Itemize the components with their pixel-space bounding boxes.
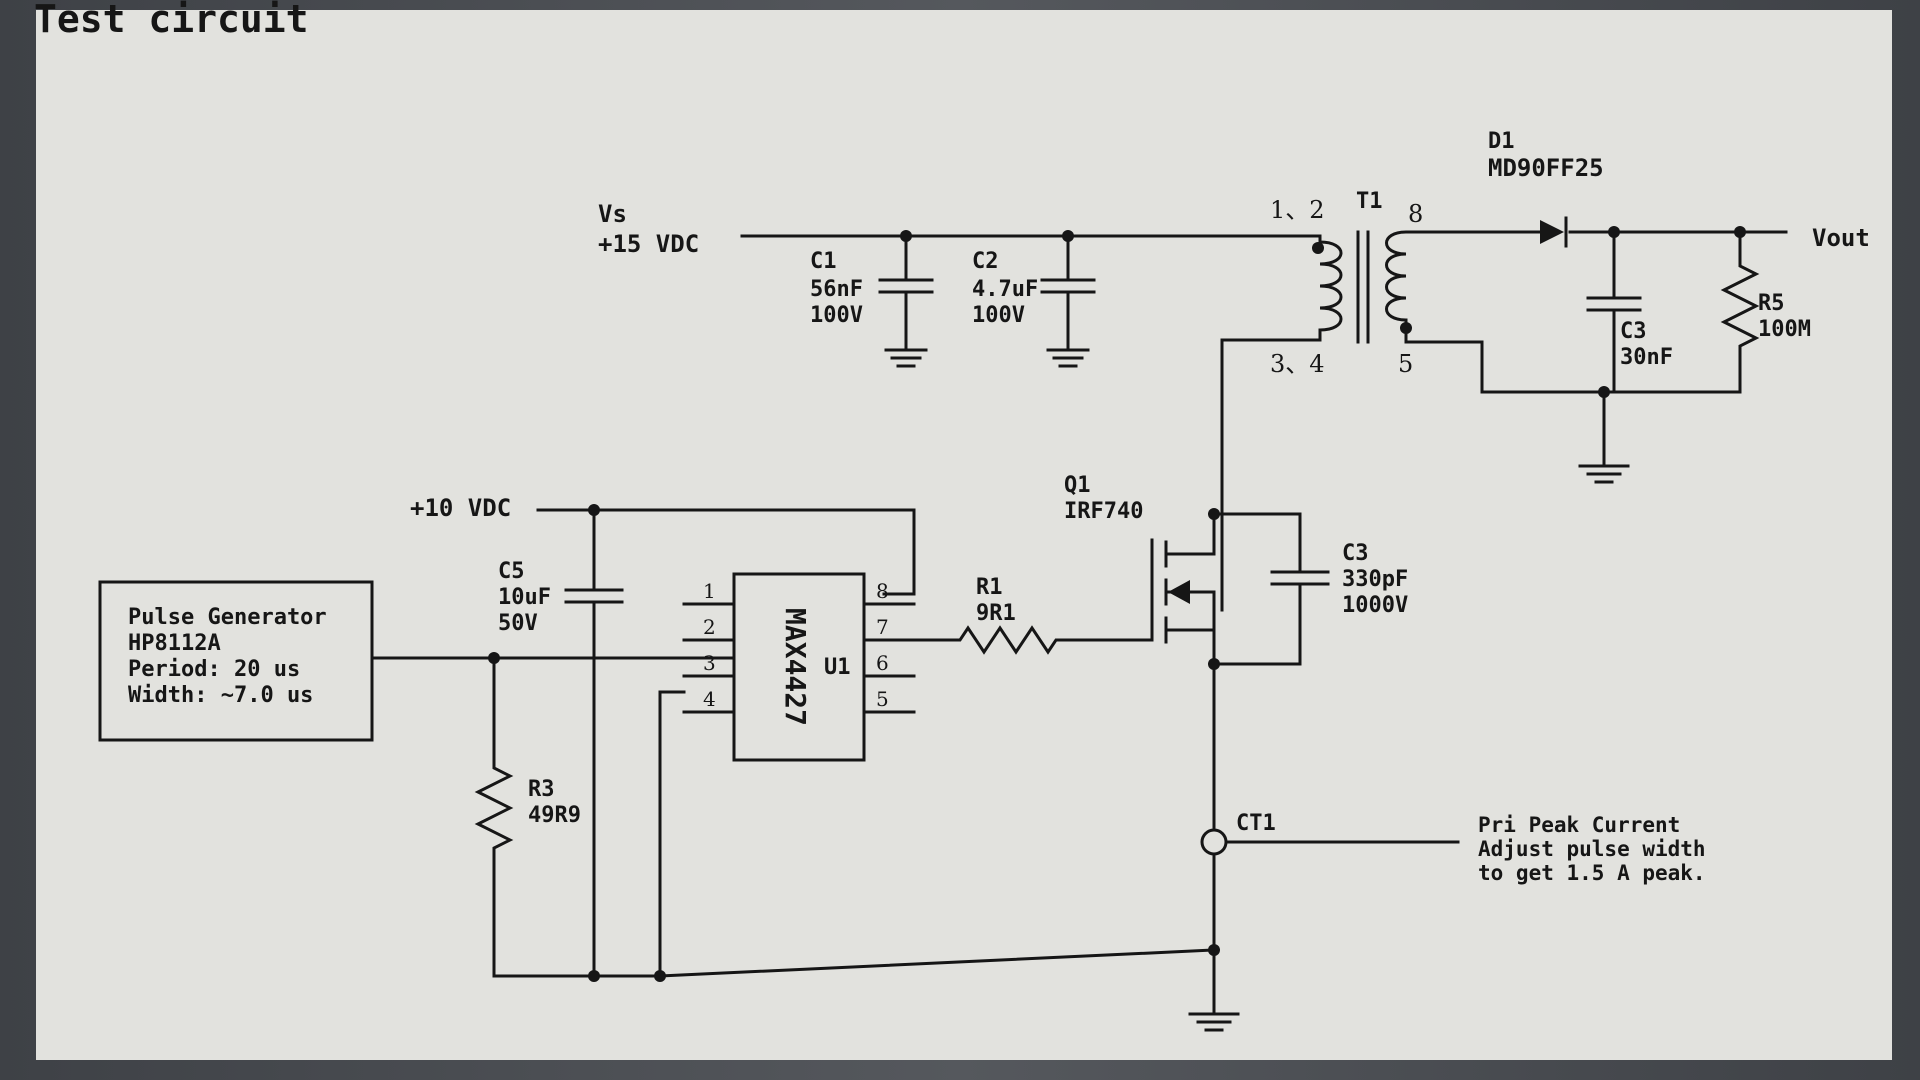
c5-value-label: 10uF <box>498 585 551 610</box>
resistor-r5 <box>1480 230 1760 394</box>
pulse-generator-period: Period: 20 us <box>128 657 300 682</box>
u1-pin-5-label: 5 <box>876 687 889 711</box>
ground-symbol-main <box>1188 1012 1240 1032</box>
diode-d1 <box>1540 216 1568 248</box>
transformer-t1 <box>1220 230 1484 612</box>
t1-pin-12-label: 1、2 <box>1270 196 1325 224</box>
c3-output-ref-label: C3 <box>1620 319 1647 344</box>
resistor-r1 <box>912 538 1154 655</box>
t1-pin-34-label: 3、4 <box>1270 350 1325 378</box>
c5-ref-label: C5 <box>498 559 525 584</box>
ground-bus-wire <box>492 948 1216 978</box>
capacitor-c2 <box>1040 234 1096 368</box>
d1-ref-label: D1 <box>1488 129 1515 154</box>
t1-pin-5-label: 5 <box>1398 350 1413 378</box>
vs-value-label: +15 VDC <box>598 230 699 258</box>
capacitor-c1 <box>878 234 934 368</box>
q1-part-label: IRF740 <box>1064 499 1143 524</box>
c1-rating-label: 100V <box>810 303 863 328</box>
u1-pin-1-label: 1 <box>703 579 716 603</box>
resistor-r3 <box>474 656 514 978</box>
u1-right-pins <box>862 602 916 714</box>
c3-snubber-rating-label: 1000V <box>1342 593 1408 618</box>
junction-dot <box>588 970 600 982</box>
u1-gnd-wire <box>658 690 686 978</box>
r1-ref-label: R1 <box>976 575 1003 600</box>
q1-ref-label: Q1 <box>1064 473 1091 498</box>
c3-snubber-ref-label: C3 <box>1342 541 1369 566</box>
mosfet-q1 <box>1150 512 1216 666</box>
v10-rail-wire <box>536 508 916 596</box>
vout-label: Vout <box>1812 224 1870 252</box>
capacitor-c3-output <box>1586 230 1642 394</box>
r5-ref-label: R5 <box>1758 291 1785 316</box>
primary-dot-marker <box>1312 242 1324 254</box>
v10-value-label: +10 VDC <box>410 494 511 522</box>
c2-value-label: 4.7uF <box>972 277 1038 302</box>
c1-value-label: 56nF <box>810 277 863 302</box>
pulse-generator-box <box>98 580 374 742</box>
c2-rating-label: 100V <box>972 303 1025 328</box>
u1-pin-4-label: 4 <box>703 687 716 711</box>
capacitor-c3-snubber <box>1212 570 1330 666</box>
drain-wire <box>1212 338 1302 574</box>
page-title: Test circuit <box>34 0 309 41</box>
u1-part-label: MAX4427 <box>779 608 812 726</box>
r3-value-label: 49R9 <box>528 803 581 828</box>
t1-pin-8-label: 8 <box>1408 200 1423 228</box>
u1-pin-8-label: 8 <box>876 579 889 603</box>
note-line-2: Adjust pulse width <box>1478 837 1706 861</box>
ic-u1-body <box>732 572 866 762</box>
secondary-dot-marker <box>1400 322 1412 334</box>
t1-ref-label: T1 <box>1356 189 1383 214</box>
capacitor-c5 <box>564 508 624 978</box>
note-line-1: Pri Peak Current <box>1478 813 1680 837</box>
u1-pin-3-label: 3 <box>703 651 716 675</box>
u1-left-pins <box>682 602 736 714</box>
d1-part-label: MD90FF25 <box>1488 154 1604 182</box>
ct1-ref-label: CT1 <box>1236 811 1276 836</box>
current-transformer-ct1-icon <box>1200 828 1228 856</box>
u1-ref-label: U1 <box>824 655 851 680</box>
pulse-generator-model: HP8112A <box>128 631 221 656</box>
c3-output-value-label: 30nF <box>1620 345 1673 370</box>
ground-symbol-output <box>1578 390 1630 484</box>
u1-pin-2-label: 2 <box>703 615 716 639</box>
r5-value-label: 100M <box>1758 317 1811 342</box>
screen-area <box>36 10 1892 1060</box>
c1-ref-label: C1 <box>810 249 837 274</box>
c3-snubber-value-label: 330pF <box>1342 567 1408 592</box>
c2-ref-label: C2 <box>972 249 999 274</box>
r3-ref-label: R3 <box>528 777 555 802</box>
pulse-generator-title: Pulse Generator <box>128 605 327 630</box>
pulse-generator-width: Width: ~7.0 us <box>128 683 313 708</box>
junction-dot <box>1208 944 1220 956</box>
vs-label: Vs <box>598 200 627 228</box>
c5-rating-label: 50V <box>498 611 538 636</box>
r1-value-label: 9R1 <box>976 601 1016 626</box>
note-line-3: to get 1.5 A peak. <box>1478 861 1706 885</box>
u1-pin-7-label: 7 <box>876 615 889 639</box>
junction-dot <box>1208 508 1220 520</box>
u1-pin-6-label: 6 <box>876 651 889 675</box>
